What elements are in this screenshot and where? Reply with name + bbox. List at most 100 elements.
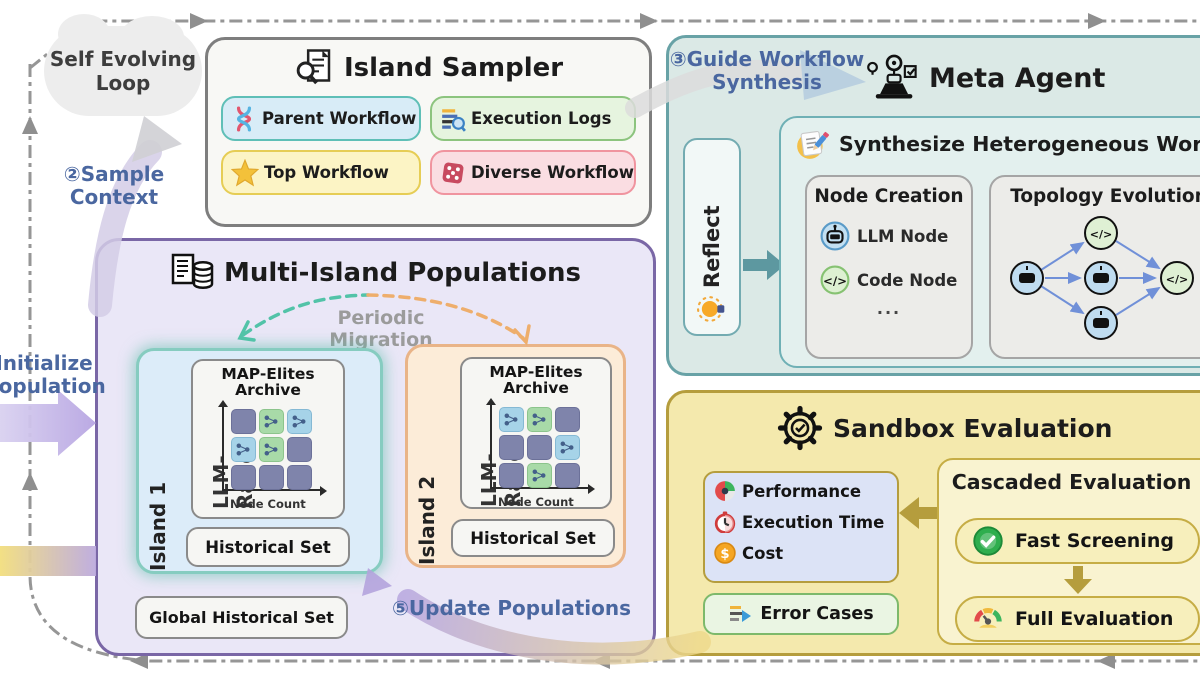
global-historical-set: Global Historical Set [135, 596, 348, 639]
parent-workflow-chip: Parent Workflow [221, 96, 421, 141]
svg-text:</>: </> [1166, 273, 1188, 286]
coin-icon: $ [714, 542, 736, 564]
island-1-historical-set: Historical Set [186, 527, 350, 567]
check-circle-icon [973, 526, 1003, 556]
cascade-to-metrics-arrow [899, 497, 937, 529]
archive-cell-purple [499, 462, 524, 488]
initialize-population-arrow [0, 390, 96, 456]
reflect-label: Reflect [700, 205, 724, 288]
error-cases-box: Error Cases [703, 593, 899, 635]
archive-cell-blue [499, 406, 524, 432]
code-node-icon: </> [820, 265, 850, 295]
multi-island-header: Multi-Island Populations [98, 241, 653, 293]
archive-plot [218, 399, 327, 496]
node-count-axis-label: Node Count [498, 494, 574, 509]
diverse-workflow-chip: Diverse Workflow [429, 150, 636, 195]
archive-cell-purple [527, 434, 552, 460]
island-sampler-header: Island Sampler [208, 40, 649, 88]
error-cases-label: Error Cases [760, 604, 874, 624]
topology-graph: </> </> [1010, 216, 1194, 340]
island-sampler-panel: Island Sampler Parent Workflow [205, 37, 652, 227]
synthesize-header: Synthesize Heterogeneous Workflows [795, 127, 1200, 161]
llm-node-icon [820, 221, 850, 251]
island-1-archive: MAP-Elites Archive LLM-Ratio Node Count [191, 359, 345, 519]
archive-cell-blue [287, 408, 312, 434]
archive-cell-green [259, 436, 284, 462]
sandbox-title: Sandbox Evaluation [833, 413, 1113, 443]
sampler-chips: Parent Workflow Execution Logs [208, 88, 649, 195]
execution-time-metric: Execution Time [714, 511, 897, 533]
multi-island-panel: Multi-Island Populations Periodic Migrat… [95, 238, 656, 656]
dna-icon [231, 106, 257, 132]
diverse-workflow-label: Diverse Workflow [470, 163, 634, 182]
svg-text:</>: </> [823, 274, 847, 288]
archive-cell-blue [231, 436, 256, 462]
archive-grid [499, 406, 580, 488]
archive-title-line2: Archive [235, 381, 301, 400]
map-elites-chart: LLM-Ratio Node Count [202, 399, 334, 511]
llm-node-item: LLM Node [820, 221, 971, 251]
fast-to-full-arrow [1064, 566, 1092, 594]
reflect-box: Reflect [683, 138, 741, 336]
multi-island-title: Multi-Island Populations [224, 258, 581, 288]
svg-text:</>: </> [1090, 228, 1112, 241]
execution-time-label: Execution Time [742, 512, 885, 532]
meta-agent-header: Meta Agent [865, 52, 1105, 104]
sample-context-label: ②Sample Context [63, 162, 165, 209]
execution-logs-label: Execution Logs [470, 109, 612, 128]
documents-database-icon [170, 253, 214, 293]
meta-agent-title: Meta Agent [929, 62, 1106, 94]
archive-cell-purple [231, 408, 256, 434]
archive-grid [231, 408, 312, 490]
map-elites-chart: LLM-Ratio Node Count [470, 397, 602, 509]
archive-cell-purple [287, 436, 312, 462]
topology-title: Topology Evolution [1010, 186, 1200, 207]
island-2-label: Island 2 [415, 475, 439, 565]
performance-metric: Performance [714, 480, 897, 502]
update-populations-label: ⑤Update Populations [392, 596, 631, 620]
dice-icon [440, 160, 466, 186]
cost-metric: $ Cost [714, 542, 897, 564]
archive-cell-purple [555, 462, 580, 488]
cascaded-evaluation-box: Cascaded Evaluation Fast Screening [937, 458, 1200, 645]
node-count-axis-label: Node Count [230, 496, 306, 511]
svg-text:$: $ [720, 547, 729, 562]
memo-pencil-icon [795, 127, 829, 161]
sandbox-evaluation-panel: Sandbox Evaluation Performance [666, 390, 1200, 656]
metrics-box: Performance Execution Time [703, 471, 899, 583]
performance-label: Performance [742, 481, 862, 501]
node-creation-box: Node Creation LLM Node [805, 175, 973, 359]
loop-label-line2: Loop [95, 71, 151, 95]
cost-label: Cost [742, 543, 784, 563]
execution-logs-chip: Execution Logs [429, 96, 636, 141]
self-evolving-loop-cloud: Self Evolving Loop [44, 14, 202, 116]
code-node-item: </> Code Node [820, 265, 971, 295]
fast-screening-stage: Fast Screening [955, 518, 1200, 564]
island-2-box: Island 2 MAP-Elites Archive LLM-Ratio No… [405, 344, 626, 568]
archive-plot [486, 397, 595, 494]
archive-cell-blue [555, 434, 580, 460]
logs-icon [440, 106, 466, 132]
archive-cell-green [527, 462, 552, 488]
node-creation-ellipsis: ... [876, 299, 902, 318]
archive-cell-purple [287, 464, 312, 490]
archive-cell-purple [259, 464, 284, 490]
topology-evolution-box: Topology Evolution [989, 175, 1200, 359]
star-icon [231, 158, 259, 187]
code-node-label: Code Node [857, 270, 958, 290]
island-2-archive: MAP-Elites Archive LLM-Ratio Node Count [460, 357, 612, 509]
archive-cell-green [527, 406, 552, 432]
sandbox-header: Sandbox Evaluation [777, 405, 1112, 451]
island-1-label: Island 1 [146, 481, 170, 571]
llm-node-label: LLM Node [857, 226, 949, 246]
top-workflow-label: Top Workflow [264, 163, 389, 182]
top-workflow-chip: Top Workflow [221, 150, 421, 195]
synthesize-box: Synthesize Heterogeneous Workflows Node … [779, 116, 1200, 368]
archive-cell-purple [499, 434, 524, 460]
guide-synthesis-label: ③Guide Workflow Synthesis [669, 47, 865, 94]
document-magnifier-icon [294, 48, 334, 88]
archive-cell-purple [555, 406, 580, 432]
cascaded-evaluation-title: Cascaded Evaluation [951, 470, 1192, 494]
archive-cell-purple [231, 464, 256, 490]
